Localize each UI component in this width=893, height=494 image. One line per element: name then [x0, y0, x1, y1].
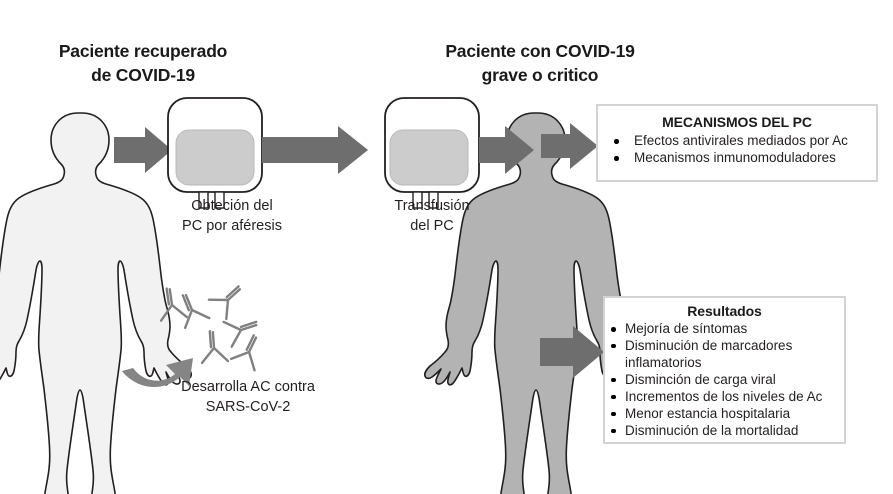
list-item: Disminución de la mortalidad — [605, 423, 844, 439]
human-body-silhouette-light-icon — [0, 112, 193, 494]
arrow-right-icon-1 — [114, 127, 172, 173]
results-list: Mejoría de síntomas Disminución de marca… — [605, 321, 844, 439]
mechanisms-list: Efectos antivirales mediados por Ac Meca… — [598, 133, 876, 167]
arrow-right-icon-3 — [479, 126, 534, 174]
list-item: Mejoría de síntomas — [605, 321, 844, 337]
page-title-recovered-patient: Paciente recuperado de COVID-19 — [58, 41, 228, 85]
blood-bag-icon-1 — [167, 97, 263, 209]
list-item: Disminución de marcadores — [605, 338, 844, 354]
mechanisms-box: MECANISMOS DEL PC Efectos antivirales me… — [596, 104, 878, 182]
list-item: Disminción de carga viral — [605, 372, 844, 388]
list-item-continuation: inflamatorios — [625, 354, 702, 370]
arrow-right-icon-4 — [541, 123, 598, 169]
label-plasma-transfusion: Transfusión del PC — [394, 198, 470, 234]
blood-bag-icon-2 — [384, 97, 480, 209]
page-title-severe-patient: Paciente con COVID-19 grave o critico — [445, 41, 635, 85]
list-item: Mecanismos inmunomoduladores — [598, 150, 876, 166]
list-item: Incrementos de los niveles de Ac — [605, 389, 844, 405]
label-antibody-development: Desarrolla AC contra SARS-CoV-2 — [181, 379, 315, 415]
arrow-right-icon-2 — [262, 126, 368, 174]
results-box: Resultados Mejoría de síntomas Disminuci… — [603, 296, 846, 444]
antibody-y-symbol-icon — [159, 285, 258, 372]
results-box-title: Resultados — [687, 303, 762, 319]
label-plasma-collection: Obteción del PC por aféresis — [182, 198, 282, 234]
mechanisms-box-title: MECANISMOS DEL PC — [662, 114, 812, 130]
arrow-right-icon-5 — [540, 326, 604, 378]
list-item: Menor estancia hospitalaria — [605, 406, 844, 422]
list-item: Efectos antivirales mediados por Ac — [598, 133, 876, 149]
